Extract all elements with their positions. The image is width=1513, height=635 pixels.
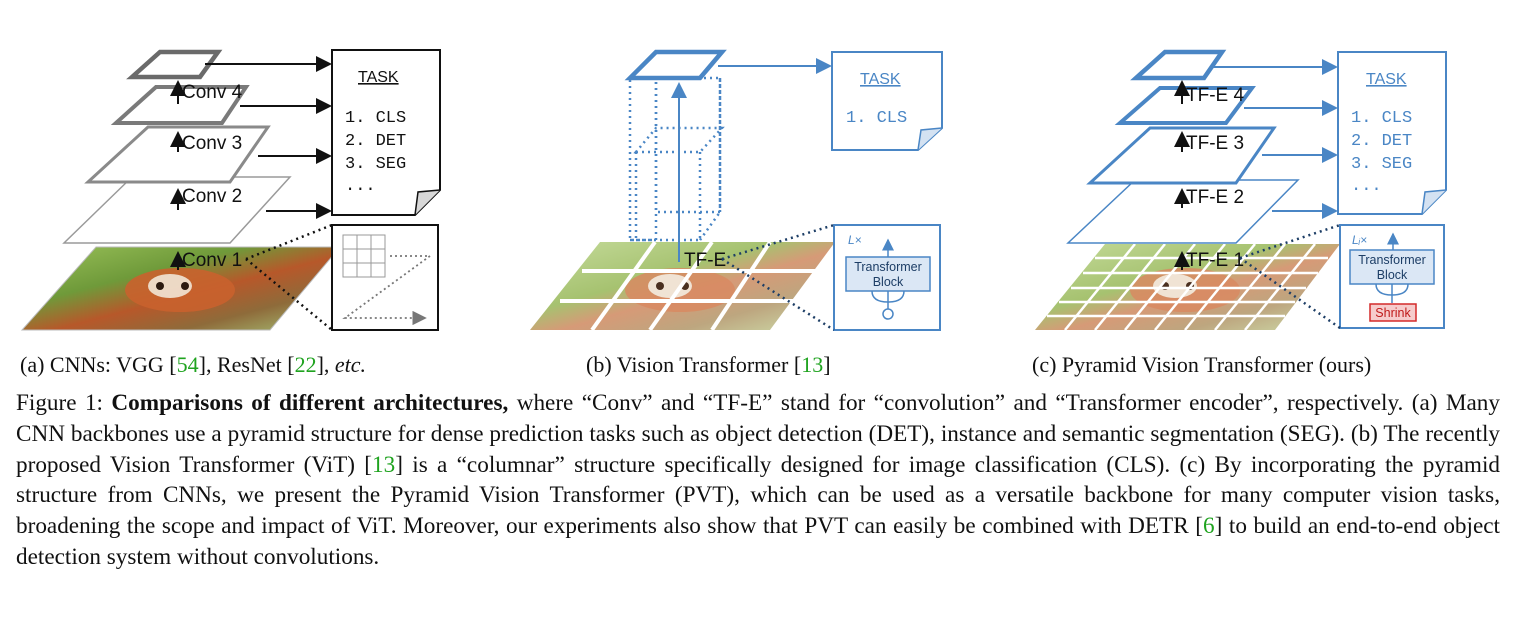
task-item-seg-c: 3. SEG (1351, 155, 1412, 174)
repeat-label-c: Lᵢ× (1352, 233, 1367, 247)
conv-detail-box (245, 223, 439, 331)
caption-text-1: where “Conv” and “TF-E” stand for “convo… (16, 390, 1500, 478)
task-item-cls-b: 1. CLS (846, 109, 907, 128)
task-item-det-c: 2. DET (1351, 132, 1412, 151)
top-layer-c (1130, 49, 1227, 81)
repeat-label-b: L× (848, 233, 862, 247)
tfe4-layer (1114, 86, 1256, 125)
panda-image-a (20, 246, 342, 331)
transformer-block-b (845, 256, 931, 292)
tfe2-layer (1066, 179, 1300, 244)
conv3-label: Conv 3 (182, 133, 242, 154)
transformer-block-b-line2: Block (873, 275, 904, 289)
conv4-label: Conv 4 (182, 82, 243, 103)
subcaption-b: (b) Vision Transformer [13] (586, 352, 831, 378)
caption-text-2: ] is a “columnar” structure specifically… (16, 451, 1500, 540)
task-item-more-c: ... (1351, 177, 1382, 196)
figure-label: Figure 1: (16, 390, 112, 416)
cite-22[interactable]: 22 (294, 352, 317, 377)
task-item-det-a: 2. DET (345, 132, 406, 151)
conv2-label: Conv 2 (182, 186, 242, 207)
panel-b-vit: TF-E TASK 1. CLS L× Transformer Block (530, 49, 943, 332)
subcaption-b-prefix: (b) Vision Transformer [ (586, 352, 802, 377)
subcaption-a-prefix: (a) CNNs: VGG [ (20, 352, 177, 377)
cite-54[interactable]: 54 (176, 352, 199, 377)
task-item-cls-c: 1. CLS (1351, 109, 1412, 128)
tfe2-label: TF-E 2 (1186, 187, 1244, 208)
tfe1-label: TF-E 1 (1186, 250, 1244, 271)
figure-caption: Figure 1: Comparisons of different archi… (16, 388, 1500, 573)
subcaption-c: (c) Pyramid Vision Transformer (ours) (1032, 352, 1371, 378)
cite-6[interactable]: 6 (1203, 513, 1215, 540)
subcaption-a-suffix: ], (316, 352, 335, 377)
subcaption-a: (a) CNNs: VGG [54], ResNet [22], etc. (20, 352, 366, 378)
transformer-block-c-line1: Transformer (1358, 253, 1426, 267)
shrink-block (1369, 303, 1417, 322)
conv1-label: Conv 1 (182, 250, 242, 271)
panda-image-c (1035, 243, 1340, 331)
transformer-detail-c: Lᵢ× Transformer Block Shrink (1239, 223, 1445, 330)
transformer-detail-b: L× Transformer Block (721, 223, 941, 332)
subcaption-b-suffix: ] (823, 352, 831, 377)
task-title-c: TASK (1366, 71, 1407, 88)
conv4-layer (110, 85, 250, 125)
task-document-c: TASK 1. CLS 2. DET 3. SEG ... (1337, 51, 1447, 215)
task-document-b: TASK 1. CLS (831, 51, 943, 151)
task-title-a: TASK (358, 69, 399, 86)
task-document-a: TASK 1. CLS 2. DET 3. SEG ... (331, 49, 441, 216)
task-title-b: TASK (860, 71, 901, 88)
panel-a-cnn: Conv 4 Conv 3 Conv 2 Conv 1 TASK 1. CLS … (20, 49, 441, 331)
panda-image-b (530, 240, 835, 332)
tfe3-layer (1086, 126, 1277, 185)
tfe-label-b: TF-E (684, 250, 726, 271)
tfe3-label: TF-E 3 (1186, 133, 1244, 154)
cite-13-caption[interactable]: 13 (372, 451, 396, 478)
subcaption-c-text: (c) Pyramid Vision Transformer (ours) (1032, 352, 1372, 377)
transformer-block-b-line1: Transformer (854, 260, 922, 274)
conv3-layer (84, 125, 271, 184)
panel-c-pvt: TF-E 4 TF-E 3 TF-E 2 TF-E 1 TASK 1. CLS … (1035, 49, 1447, 331)
top-layer-b (624, 49, 727, 81)
subcaption-a-mid: ], ResNet [ (198, 352, 295, 377)
cite-13-b[interactable]: 13 (801, 352, 824, 377)
subcaption-a-etc: etc. (334, 352, 367, 377)
architecture-figure: Conv 4 Conv 3 Conv 2 Conv 1 TASK 1. CLS … (20, 49, 1447, 332)
caption-bold-title: Comparisons of different architectures, (111, 390, 509, 416)
caption-text-3: ] to build an end-to-end object detectio… (16, 513, 1500, 570)
task-item-cls-a: 1. CLS (345, 109, 406, 128)
task-item-seg-a: 3. SEG (345, 155, 406, 174)
shrink-label: Shrink (1375, 306, 1411, 320)
transformer-block-c-line2: Block (1377, 268, 1408, 282)
transformer-block-c (1349, 249, 1435, 285)
top-layer-a (126, 49, 223, 80)
task-item-more-a: ... (345, 177, 376, 196)
tfe4-label: TF-E 4 (1186, 85, 1244, 106)
vit-column (628, 76, 725, 242)
